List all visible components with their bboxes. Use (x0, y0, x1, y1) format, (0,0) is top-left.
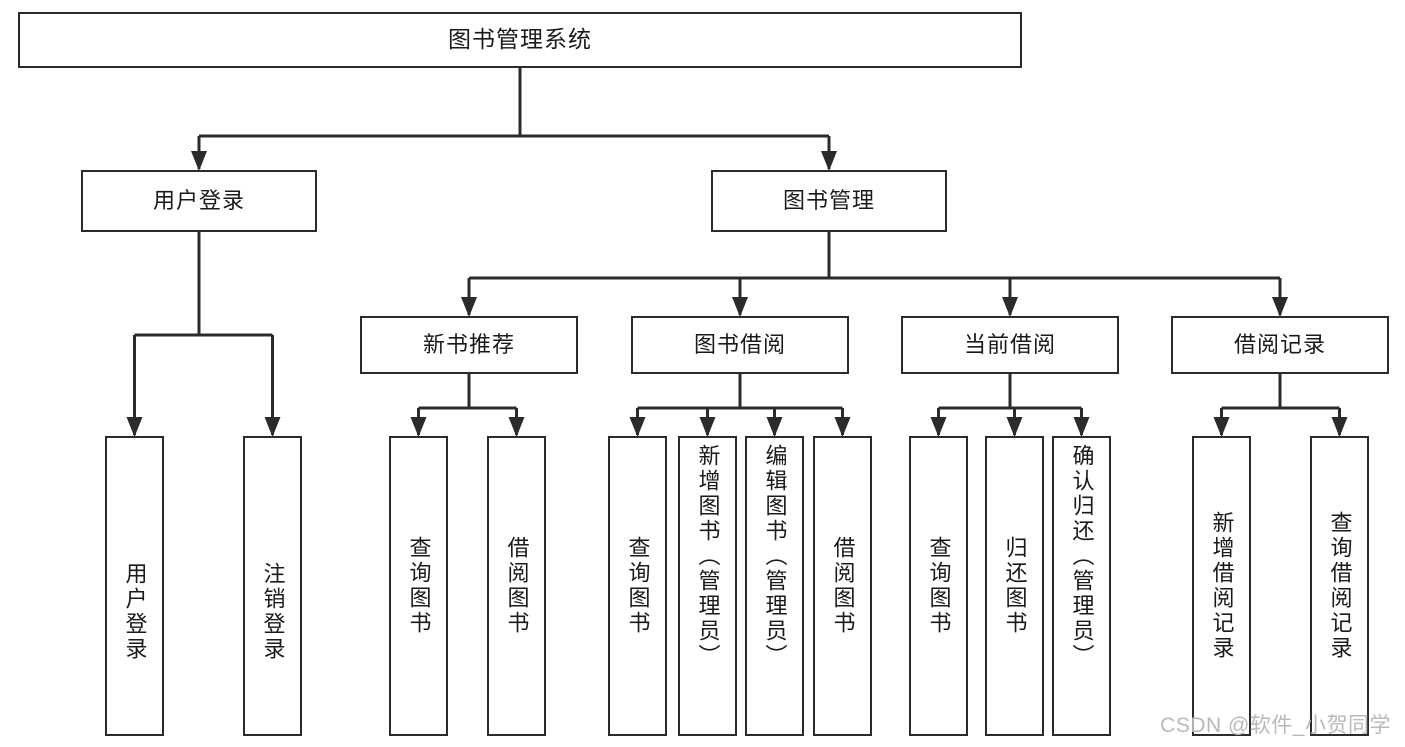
node-label: 编辑图书（管理员） (762, 444, 788, 669)
arrowhead-icon (461, 297, 477, 317)
arrowhead-icon (732, 297, 748, 317)
node-user-login[interactable]: 用户登录 (81, 170, 317, 232)
node-label: 查询借阅记录 (1327, 511, 1353, 661)
node-label: 借阅记录 (1233, 331, 1326, 357)
node-book-borrow[interactable]: 图书借阅 (631, 316, 849, 374)
node-leaf-add-record[interactable]: 新增借阅记录 (1192, 436, 1251, 736)
arrowhead-icon (821, 151, 837, 171)
node-label: 确认归还（管理员） (1069, 444, 1095, 669)
arrowhead-icon (410, 417, 427, 437)
arrowhead-icon (766, 417, 783, 437)
node-label: 图书管理 (782, 187, 875, 213)
arrowhead-icon (1002, 297, 1018, 317)
node-label: 用户登录 (152, 187, 245, 213)
node-leaf-edit-book[interactable]: 编辑图书（管理员） (745, 436, 804, 736)
node-leaf-borrow-book-2[interactable]: 借阅图书 (813, 436, 872, 736)
node-leaf-confirm-return[interactable]: 确认归还（管理员） (1052, 436, 1111, 736)
node-book-manage[interactable]: 图书管理 (711, 170, 947, 232)
node-label: 查询图书 (406, 536, 432, 636)
node-new-book-rec[interactable]: 新书推荐 (360, 316, 578, 374)
node-leaf-return-book[interactable]: 归还图书 (985, 436, 1044, 736)
node-leaf-query-book-2[interactable]: 查询图书 (608, 436, 667, 736)
node-leaf-query-record[interactable]: 查询借阅记录 (1310, 436, 1369, 736)
arrowhead-icon (191, 151, 207, 171)
node-label: 注销登录 (260, 562, 286, 662)
node-leaf-add-book[interactable]: 新增图书（管理员） (678, 436, 737, 736)
node-label: 借阅图书 (830, 536, 856, 636)
node-label: 查询图书 (625, 536, 651, 636)
arrowhead-icon (264, 417, 281, 437)
arrowhead-icon (126, 417, 143, 437)
node-label: 借阅图书 (504, 536, 530, 636)
node-label: 图书借阅 (693, 331, 786, 357)
node-leaf-user-logout[interactable]: 注销登录 (243, 436, 302, 736)
node-leaf-user-login[interactable]: 用户登录 (105, 436, 164, 736)
arrowhead-icon (1006, 417, 1023, 437)
node-label: 新书推荐 (422, 331, 515, 357)
arrowhead-icon (930, 417, 947, 437)
arrowhead-icon (699, 417, 716, 437)
node-label: 查询图书 (926, 536, 952, 636)
node-root[interactable]: 图书管理系统 (18, 12, 1022, 68)
arrowhead-icon (1272, 297, 1288, 317)
node-borrow-record[interactable]: 借阅记录 (1171, 316, 1389, 374)
arrowhead-icon (1331, 417, 1348, 437)
arrowhead-icon (508, 417, 525, 437)
node-label: 新增图书（管理员） (695, 444, 721, 669)
node-leaf-borrow-book-1[interactable]: 借阅图书 (487, 436, 546, 736)
arrowhead-icon (834, 417, 851, 437)
arrowhead-icon (1073, 417, 1090, 437)
node-label: 当前借阅 (963, 331, 1056, 357)
arrowhead-icon (629, 417, 646, 437)
node-label: 用户登录 (122, 562, 148, 662)
node-label: 图书管理系统 (448, 26, 592, 53)
node-label: 归还图书 (1002, 536, 1028, 636)
node-current-borrow[interactable]: 当前借阅 (901, 316, 1119, 374)
node-leaf-query-book-1[interactable]: 查询图书 (389, 436, 448, 736)
watermark-text: CSDN @软件_小贺同学 (1160, 714, 1391, 737)
node-label: 新增借阅记录 (1209, 511, 1235, 661)
arrowhead-icon (1213, 417, 1230, 437)
node-leaf-query-book-3[interactable]: 查询图书 (909, 436, 968, 736)
